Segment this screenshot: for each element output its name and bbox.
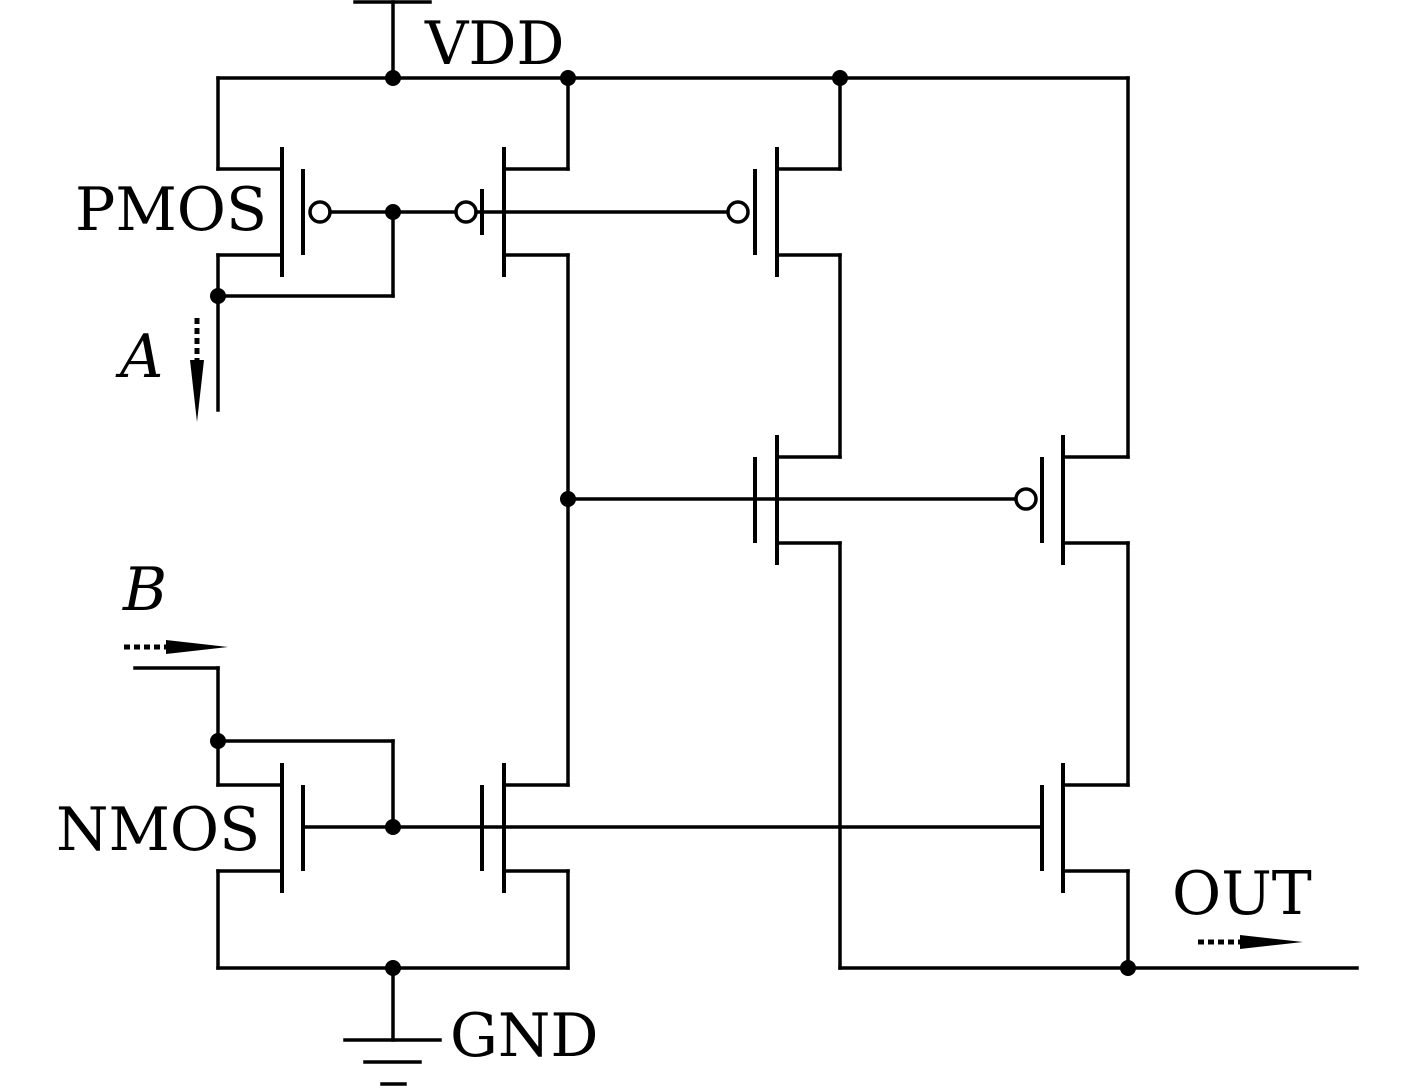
gnd-label: GND bbox=[450, 1001, 599, 1071]
arrow-a-icon bbox=[190, 318, 204, 422]
input-b-label: B bbox=[122, 555, 167, 625]
nmos-transistor-2 bbox=[480, 763, 570, 970]
pmos-transistor-3 bbox=[726, 76, 842, 459]
nmos-transistor-1 bbox=[133, 666, 1044, 970]
nmos-transistor-3 bbox=[566, 435, 1018, 970]
nmos-transistor-4 bbox=[838, 763, 1359, 970]
junction-dots bbox=[210, 70, 1136, 976]
pmos-transistor-4 bbox=[1014, 76, 1130, 787]
pmos-label: PMOS bbox=[75, 175, 267, 245]
arrow-out-icon bbox=[1198, 935, 1303, 949]
pmos-transistor-2 bbox=[454, 76, 740, 787]
vdd-supply bbox=[216, 0, 1130, 80]
arrow-b-icon bbox=[124, 640, 228, 654]
nmos-label: NMOS bbox=[56, 795, 260, 865]
vdd-label: VDD bbox=[424, 9, 565, 79]
gnd-symbol bbox=[343, 966, 442, 1086]
input-a-label: A bbox=[115, 322, 163, 392]
output-label: OUT bbox=[1172, 859, 1312, 929]
